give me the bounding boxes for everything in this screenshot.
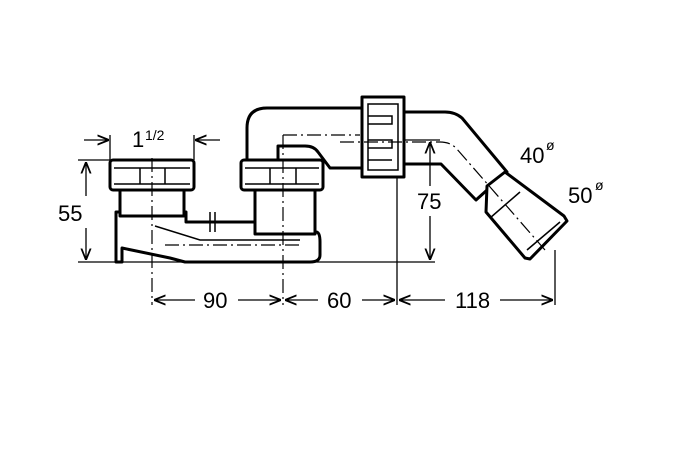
outlet-coupler (484, 170, 569, 261)
diameter-50-symbol: ø (595, 177, 604, 193)
height-55-label: 55 (58, 201, 82, 226)
diameter-40-symbol: ø (546, 137, 555, 153)
diameter-50-label: 50 (568, 183, 592, 208)
thread-size-label: 1 (132, 127, 144, 152)
dist-90-label: 90 (203, 288, 227, 313)
right-fitting (239, 158, 325, 236)
elbow-pipe (245, 106, 364, 170)
outlet-pipe (402, 110, 509, 202)
thread-size-fraction: 1/2 (145, 127, 165, 143)
union-nut (360, 95, 406, 179)
dist-60-label: 60 (327, 288, 351, 313)
diameter-40-label: 40 (520, 143, 544, 168)
dist-118-label: 118 (455, 288, 490, 313)
centre-lines (151, 134, 546, 305)
height-75-label: 75 (417, 189, 441, 214)
dimension-lines (78, 135, 556, 305)
